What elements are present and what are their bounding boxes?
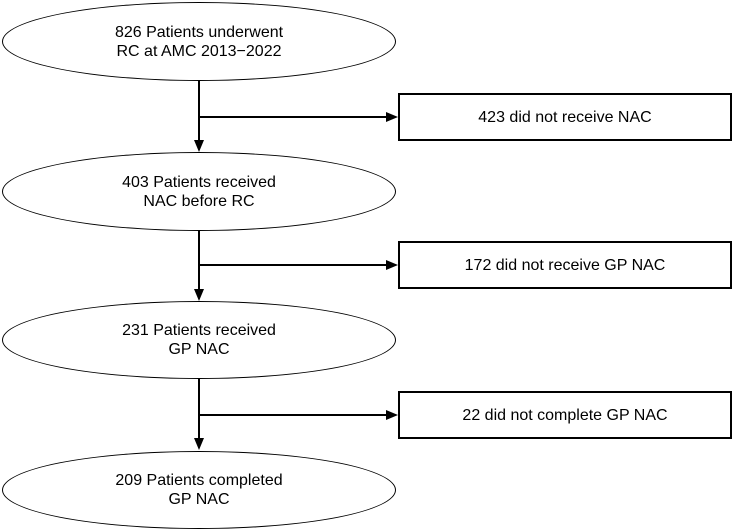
stage-label-line: 403 Patients received [122, 173, 276, 191]
exclusion-label: 423 did not receive NAC [478, 108, 652, 126]
stage-label-line: 231 Patients received [122, 322, 276, 339]
stage-ellipse-underwent-rc: 826 Patients underwent RC at AMC 2013−20… [2, 2, 396, 81]
exclusion-box-no-gp-nac: 172 did not receive GP NAC [398, 241, 732, 289]
stage-ellipse-received-nac: 403 Patients received NAC before RC [2, 152, 396, 231]
arrow-down-3 [194, 379, 204, 450]
stage-label-line: 209 Patients completed [115, 472, 283, 489]
stage-ellipse-received-gp-nac: 231 Patients received GP NAC [2, 301, 396, 379]
arrow-down-1 [194, 81, 204, 152]
stage-ellipse-completed-gp-nac: 209 Patients completed GP NAC [2, 451, 396, 529]
exclusion-box-incomplete-gp-nac: 22 did not complete GP NAC [398, 391, 732, 439]
stage-label-line: GP NAC [168, 341, 230, 358]
stage-label-line: RC at AMC 2013−2022 [116, 42, 282, 60]
arrow-right-2 [199, 260, 398, 270]
stage-label-line: 826 Patients underwent [114, 23, 284, 41]
arrow-down-2 [194, 231, 204, 301]
stage-label-line: NAC before RC [143, 192, 255, 210]
stage-label-line: GP NAC [168, 491, 230, 508]
exclusion-label: 172 did not receive GP NAC [464, 256, 666, 274]
arrow-right-1 [199, 112, 398, 122]
exclusion-box-no-nac: 423 did not receive NAC [398, 93, 732, 141]
arrow-right-3 [199, 410, 398, 420]
exclusion-label: 22 did not complete GP NAC [462, 406, 668, 424]
